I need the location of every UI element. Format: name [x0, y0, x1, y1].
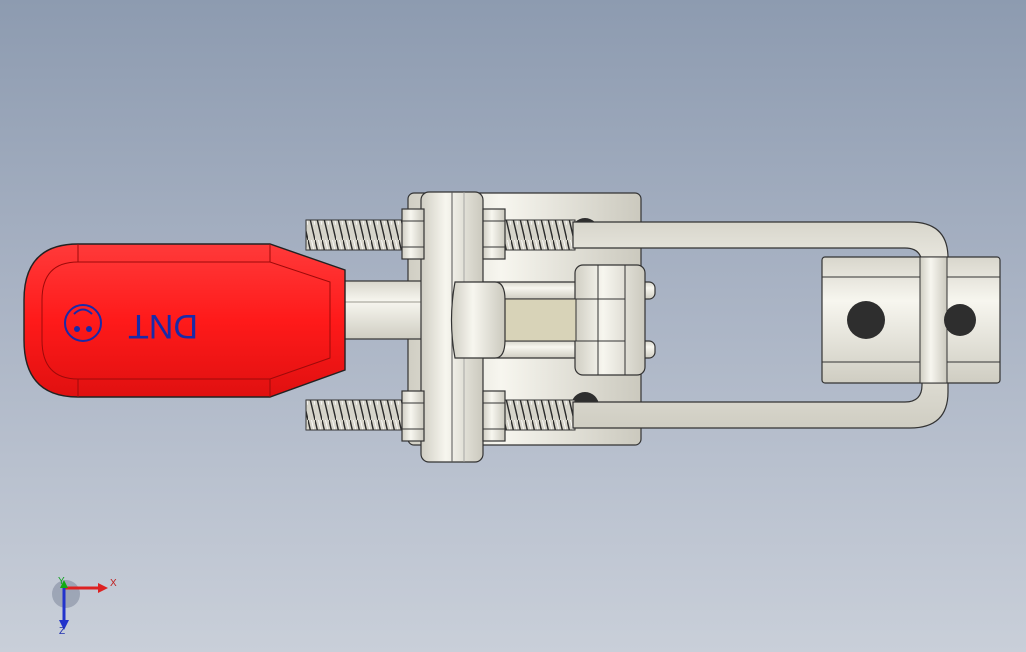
hex-nut	[482, 390, 506, 442]
u-bolt-latch	[572, 221, 949, 429]
threaded-rod	[502, 399, 576, 431]
latch-block	[821, 256, 1001, 384]
axis-triad: X Y Z	[52, 576, 117, 636]
link-pivot	[574, 264, 646, 376]
link-slot	[495, 298, 577, 342]
y-axis-label: Y	[58, 576, 65, 587]
hex-nut	[482, 208, 506, 260]
threaded-rod	[502, 219, 576, 251]
red-handle-grip	[23, 243, 346, 398]
hex-nut	[401, 208, 425, 260]
z-axis-label: Z	[59, 626, 65, 636]
latch-hole	[944, 304, 976, 336]
brand-label: DNT	[128, 307, 198, 345]
threaded-rod	[305, 399, 409, 431]
z-axis-arrow-icon	[59, 620, 69, 630]
y-axis-arrow-icon	[60, 580, 68, 588]
hex-nut	[401, 390, 425, 442]
latch-hole	[847, 301, 885, 339]
x-axis-label: X	[110, 578, 117, 589]
x-axis-arrow-icon	[98, 583, 108, 593]
threaded-rod	[305, 219, 409, 251]
brand-logo-icon	[64, 304, 102, 342]
